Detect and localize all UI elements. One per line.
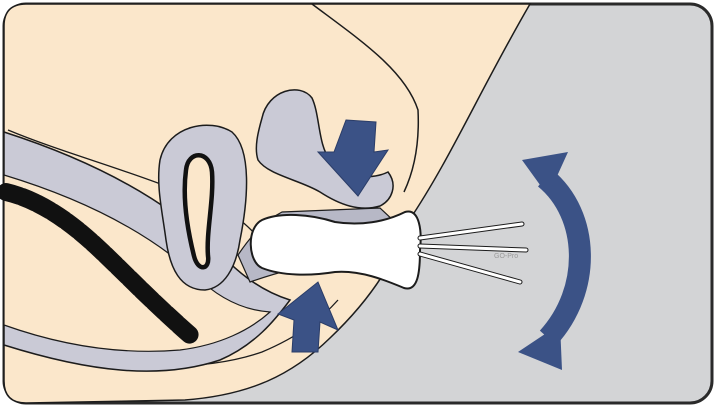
device-label: GO-Pro: [494, 253, 518, 260]
